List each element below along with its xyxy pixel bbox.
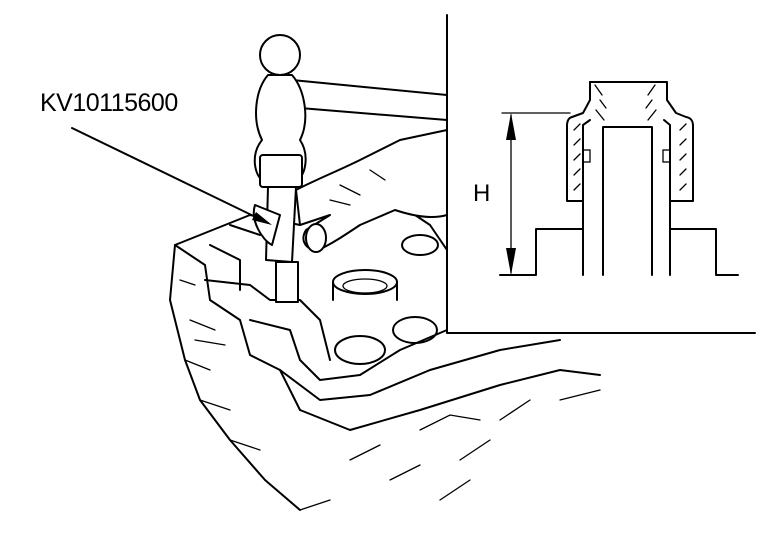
tool-leader-arrow: [71, 127, 272, 225]
hand-drawing: [252, 129, 448, 253]
dimension-h-label: H: [473, 180, 490, 207]
tool-number-label: KV10115600: [40, 89, 178, 117]
detail-inset: [446, 0, 768, 334]
cylinder-head-drawing: [169, 204, 601, 511]
hammer-drawing: [253, 34, 448, 303]
